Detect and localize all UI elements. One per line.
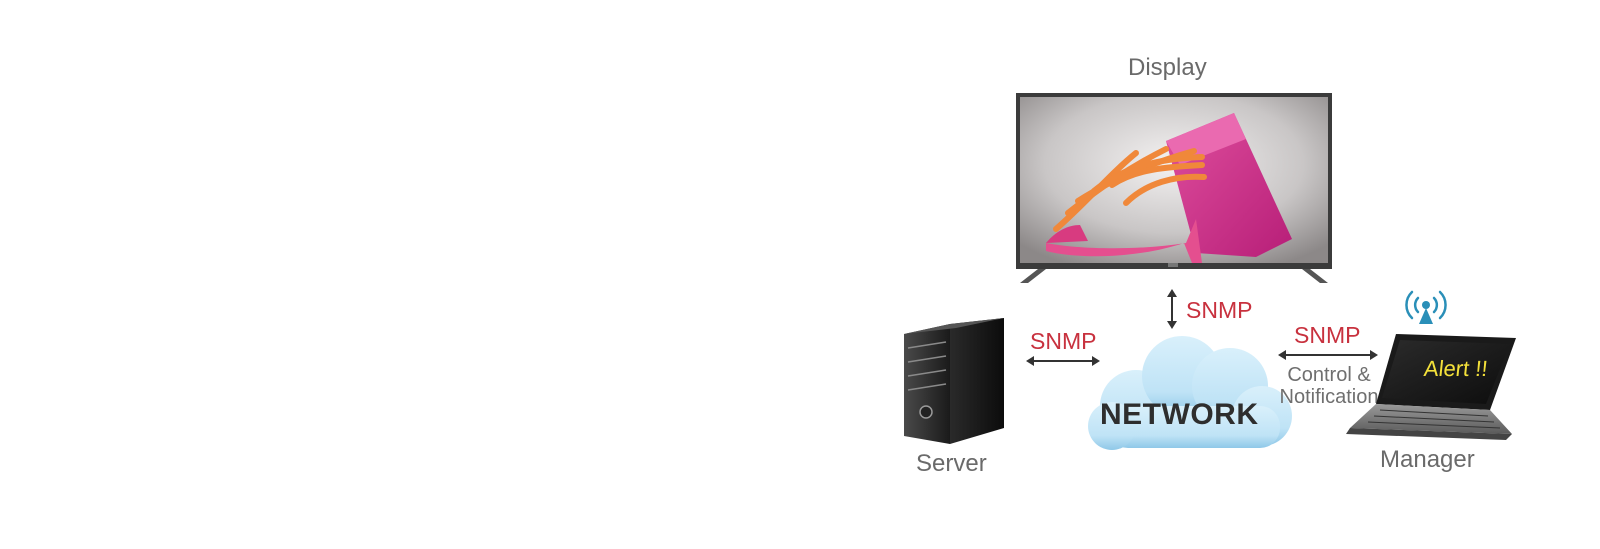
sandal-sole	[1046, 219, 1202, 263]
arrow-network-manager	[1278, 350, 1378, 360]
notification-text: Notification	[1279, 386, 1379, 408]
manager-laptop	[1346, 334, 1516, 440]
display-tv	[1016, 93, 1332, 283]
arrow-server-network	[1026, 356, 1100, 366]
alert-text: Alert !!	[1422, 356, 1489, 381]
sandal-shoe	[1053, 146, 1207, 232]
snmp-display-label: SNMP	[1186, 297, 1253, 323]
arrow-display-network	[1167, 289, 1177, 329]
snmp-server-label: SNMP	[1030, 328, 1097, 354]
network-label: NETWORK	[1100, 398, 1259, 431]
control-notification-text: Control & Notification	[1270, 364, 1388, 408]
snmp-manager-label: SNMP	[1294, 322, 1361, 348]
server-power-icon	[919, 405, 933, 419]
manager-label: Manager	[1380, 446, 1475, 473]
server-tower	[904, 318, 1004, 444]
network-cloud	[1088, 336, 1292, 450]
signal-icon	[1405, 290, 1447, 324]
server-label: Server	[916, 450, 987, 477]
display-label: Display	[1128, 54, 1207, 81]
control-text: Control &	[1287, 364, 1371, 386]
